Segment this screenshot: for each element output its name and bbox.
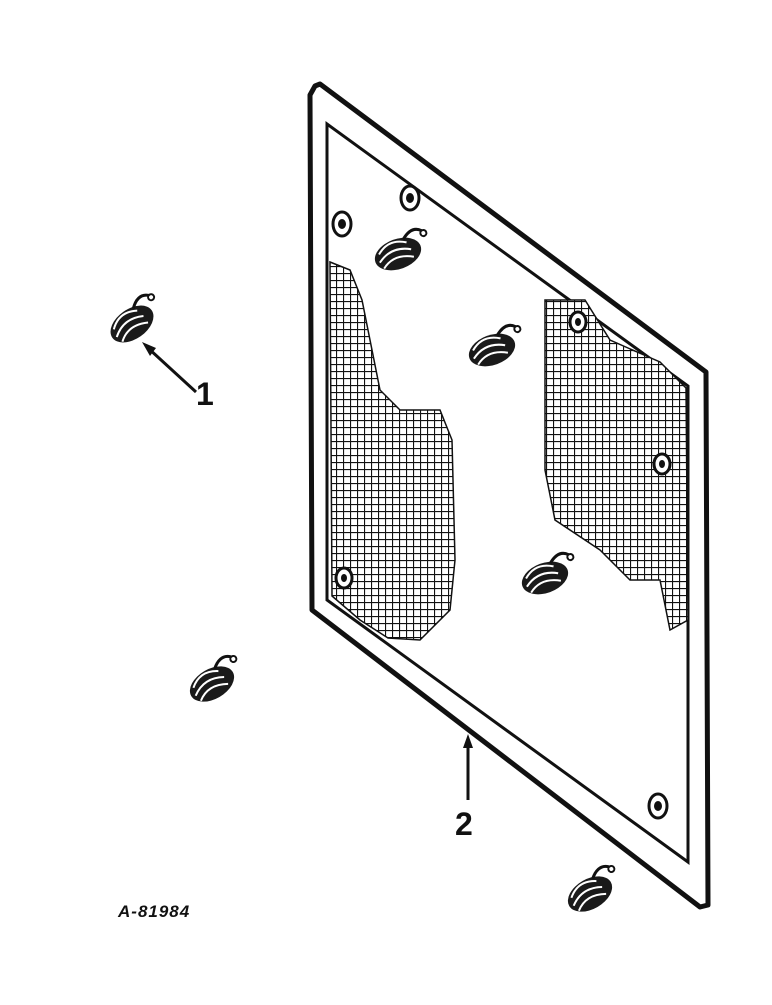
mounting-hole-icon [334,566,354,590]
spring-clip-icon [180,650,251,711]
screen-mesh-right [544,299,689,632]
mounting-hole-icon [399,184,421,212]
callout-label-1: 1 [196,376,214,412]
callout-label-2: 2 [455,806,473,842]
spring-clip-icon [100,288,170,352]
mounting-hole-icon [647,792,669,820]
callout-2-arrow [463,734,473,800]
screen-mesh-left [329,260,456,641]
screen-frame-inner [325,121,690,865]
drawing-number: A-81984 [118,902,191,921]
callout-1-arrow [142,342,198,394]
mounting-hole-icon [568,310,588,334]
mounting-hole-icon [331,210,353,238]
mounting-hole-icon [652,452,672,476]
spring-clip-icon [558,860,629,921]
